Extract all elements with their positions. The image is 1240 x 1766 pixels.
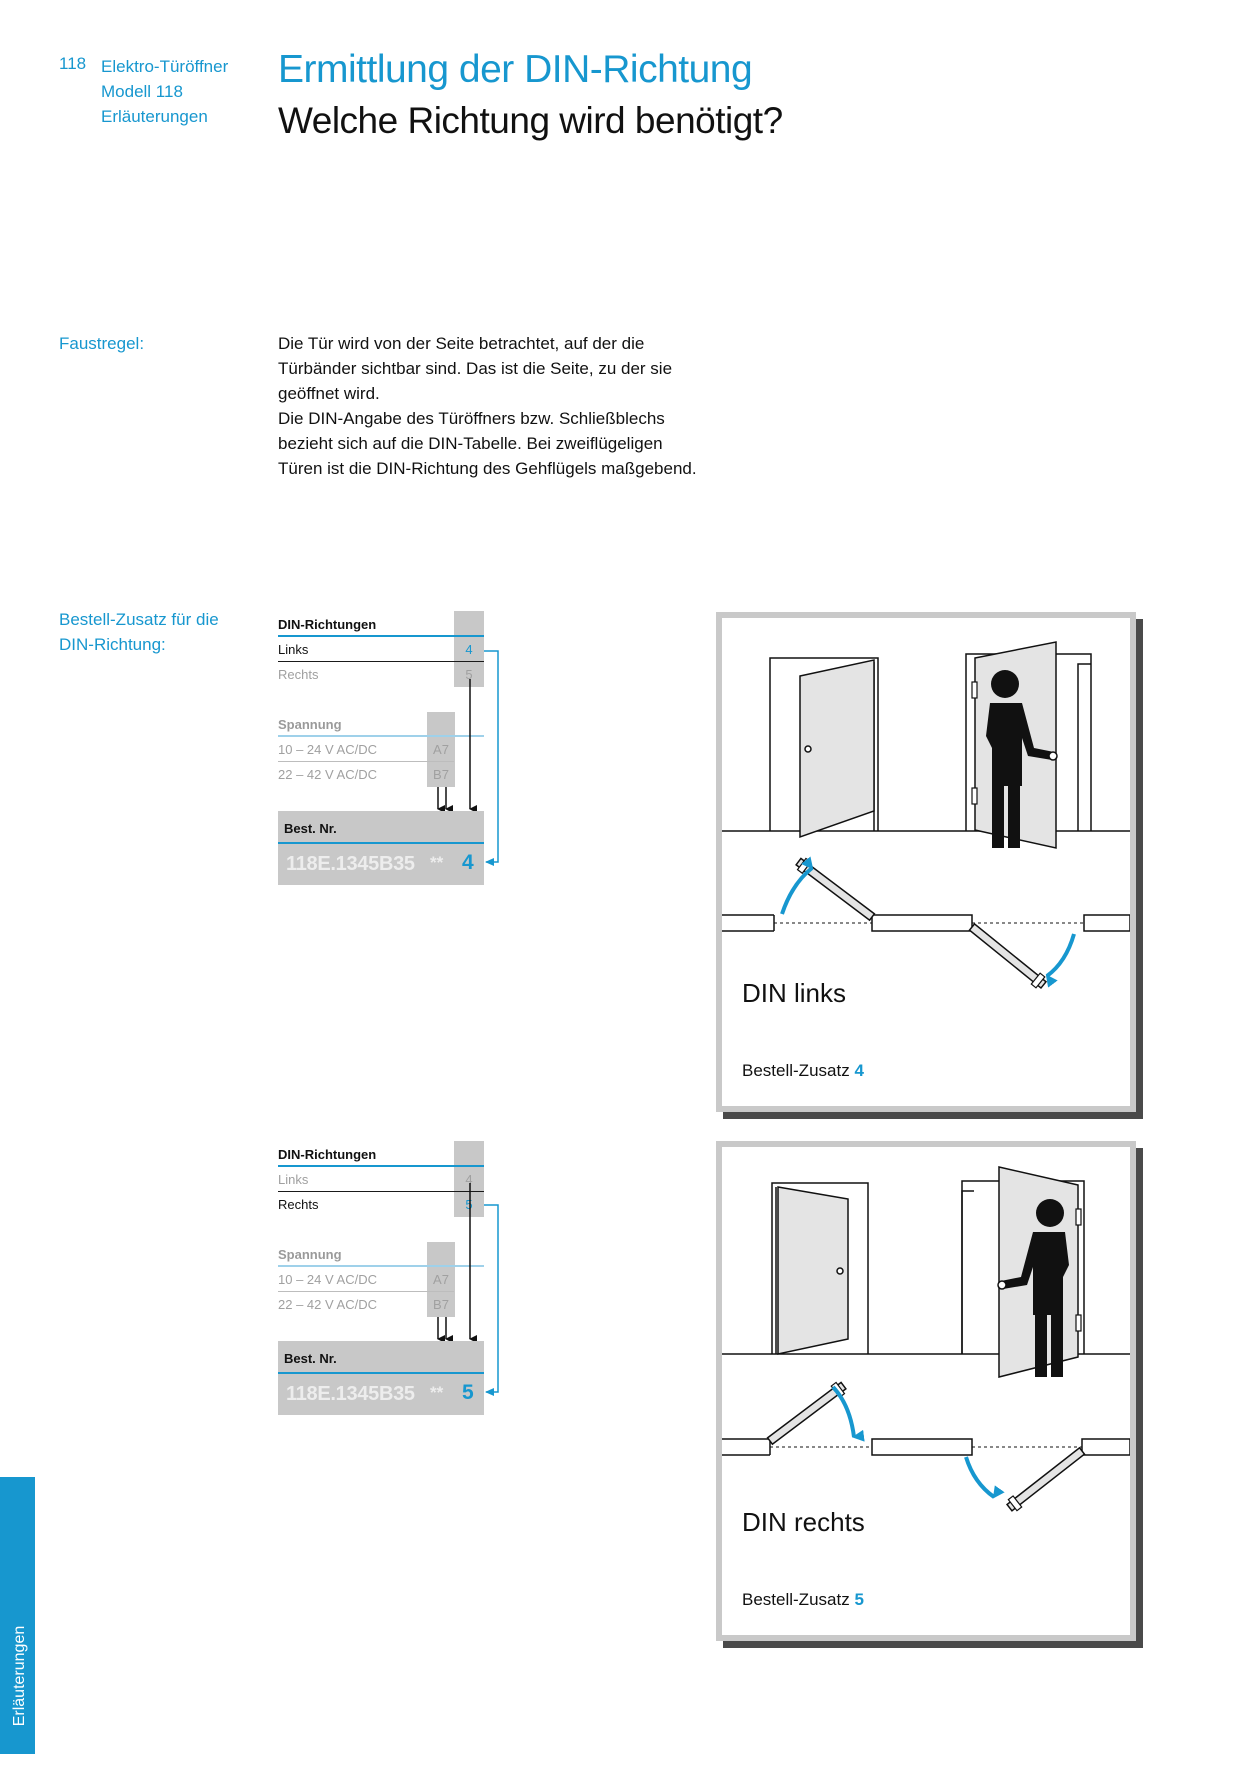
order-number-label: Best. Nr. [284, 821, 337, 836]
door-illustration-links [722, 618, 1130, 990]
door-knob-icon [836, 1267, 844, 1275]
section-side-tab: Erläuterungen [0, 1477, 35, 1754]
din-row-rechts-value: 5 [465, 1197, 473, 1212]
flow-arrows [437, 1183, 499, 1396]
panel-order-suffix-value: 5 [854, 1590, 864, 1609]
din-order-table-links: DIN-Richtungen Links 4 Rechts 5 Spannung… [278, 611, 499, 905]
flow-arrows [437, 650, 499, 866]
rule-line: Türen ist die DIN-Richtung des Gehflügel… [278, 459, 697, 478]
order-placeholder: ** [430, 853, 444, 872]
din-row-links-value: 4 [465, 642, 473, 657]
panel-order-suffix-value: 4 [854, 1061, 864, 1080]
divider [278, 1165, 484, 1167]
panel-title: DIN rechts [742, 1507, 865, 1537]
divider [278, 635, 484, 637]
header-line-product: Elektro-Türöffner [101, 57, 229, 76]
panel-order-suffix-label: Bestell-Zusatz [742, 1061, 850, 1080]
din-rechts-illustration: DIN rechts Bestell-Zusatz 5 [716, 1141, 1136, 1641]
din-row-rechts-value: 5 [465, 667, 473, 682]
order-number: 118E.1345B35 [286, 853, 415, 875]
rule-line: geöffnet wird. [278, 384, 380, 403]
swing-arrow-icon [964, 1456, 1005, 1499]
din-order-table-rechts: DIN-Richtungen Links 4 Rechts 5 Spannung… [278, 1141, 499, 1435]
door-leaf [799, 659, 875, 839]
din-value-column [454, 1141, 484, 1217]
header-meta: Elektro-Türöffner Modell 118 Erläuterung… [101, 54, 228, 129]
din-value-column [454, 611, 484, 687]
din-row-rechts-label: Rechts [278, 667, 319, 682]
din-row-links-label: Links [278, 642, 309, 657]
din-table-header: DIN-Richtungen [278, 617, 377, 632]
voltage-row-label: 10 – 24 V AC/DC [278, 1272, 377, 1287]
page-title: Ermittlung der DIN-Richtung [278, 48, 753, 91]
voltage-table-header: Spannung [278, 717, 342, 732]
order-din-digit: 4 [462, 851, 474, 874]
din-row-rechts-label: Rechts [278, 1197, 319, 1212]
din-table-header: DIN-Richtungen [278, 1147, 377, 1162]
order-section-label-line: DIN-Richtung: [59, 635, 166, 654]
voltage-row-label: 10 – 24 V AC/DC [278, 742, 377, 757]
rule-line: Die Tür wird von der Seite betrachtet, a… [278, 334, 645, 353]
hinge-icon [971, 787, 978, 805]
door-leaf [777, 1186, 849, 1355]
rule-line: bezieht sich auf die DIN-Tabelle. Bei zw… [278, 434, 663, 453]
voltage-row-value: B7 [433, 767, 449, 782]
voltage-row-value: A7 [433, 1272, 449, 1287]
panel-title: DIN links [742, 978, 847, 1008]
door-illustration-rechts [722, 1166, 1130, 1512]
divider [278, 1265, 484, 1267]
door-leaf-plan [795, 857, 876, 922]
voltage-table-header: Spannung [278, 1247, 342, 1262]
hinge-icon [971, 681, 978, 699]
order-number-box: Best. Nr. 118E.1345B35 ** 4 [278, 811, 484, 885]
hinge-icon [1075, 1208, 1082, 1226]
divider [278, 1191, 484, 1192]
divider [278, 842, 484, 844]
order-section-label: Bestell-Zusatz für die DIN-Richtung: [59, 607, 219, 657]
order-section-label-line: Bestell-Zusatz für die [59, 610, 219, 629]
divider [278, 761, 454, 762]
panel-order-suffix-label: Bestell-Zusatz [742, 1590, 850, 1609]
din-links-illustration: DIN links Bestell-Zusatz 4 [716, 612, 1136, 1112]
voltage-value-column [427, 1242, 455, 1317]
divider [278, 735, 484, 737]
rule-line: Türbänder sichtbar sind. Das ist die Sei… [278, 359, 673, 378]
header-line-section: Erläuterungen [101, 107, 208, 126]
swing-arrow-icon [1045, 933, 1076, 988]
rule-line: Die DIN-Angabe des Türöffners bzw. Schli… [278, 409, 665, 428]
header-line-model: Modell 118 [101, 82, 183, 101]
din-row-links-label: Links [278, 1172, 309, 1187]
panel-order-suffix: Bestell-Zusatz 4 [742, 1061, 864, 1081]
page-subtitle: Welche Richtung wird benötigt? [278, 100, 783, 141]
rule-label: Faustregel: [59, 334, 145, 353]
voltage-row-label: 22 – 42 V AC/DC [278, 767, 377, 782]
divider [278, 661, 484, 662]
person-icon [986, 670, 1058, 848]
order-placeholder: ** [430, 1383, 444, 1402]
swing-arrow-icon [780, 856, 814, 915]
panel-order-suffix: Bestell-Zusatz 5 [742, 1590, 864, 1610]
rule-text: Die Tür wird von der Seite betrachtet, a… [278, 331, 738, 481]
order-din-digit: 5 [462, 1381, 474, 1404]
din-row-links-value: 4 [465, 1172, 473, 1187]
order-number-label: Best. Nr. [284, 1351, 337, 1366]
divider [278, 1372, 484, 1374]
door-knob-icon [804, 745, 812, 753]
person-icon [997, 1199, 1069, 1377]
swing-arrow-icon [831, 1385, 865, 1442]
door-leaf-plan [1005, 1446, 1086, 1512]
order-number: 118E.1345B35 [286, 1383, 415, 1405]
order-number-box: Best. Nr. 118E.1345B35 ** 5 [278, 1341, 484, 1415]
page-number: 118 [59, 54, 87, 73]
hinge-icon [1075, 1314, 1082, 1332]
door-leaf-plan [968, 922, 1048, 990]
divider [278, 1291, 454, 1292]
voltage-row-value: B7 [433, 1297, 449, 1312]
voltage-row-value: A7 [433, 742, 449, 757]
voltage-value-column [427, 712, 455, 787]
voltage-row-label: 22 – 42 V AC/DC [278, 1297, 377, 1312]
section-side-tab-label: Erläuterungen [11, 1625, 28, 1727]
